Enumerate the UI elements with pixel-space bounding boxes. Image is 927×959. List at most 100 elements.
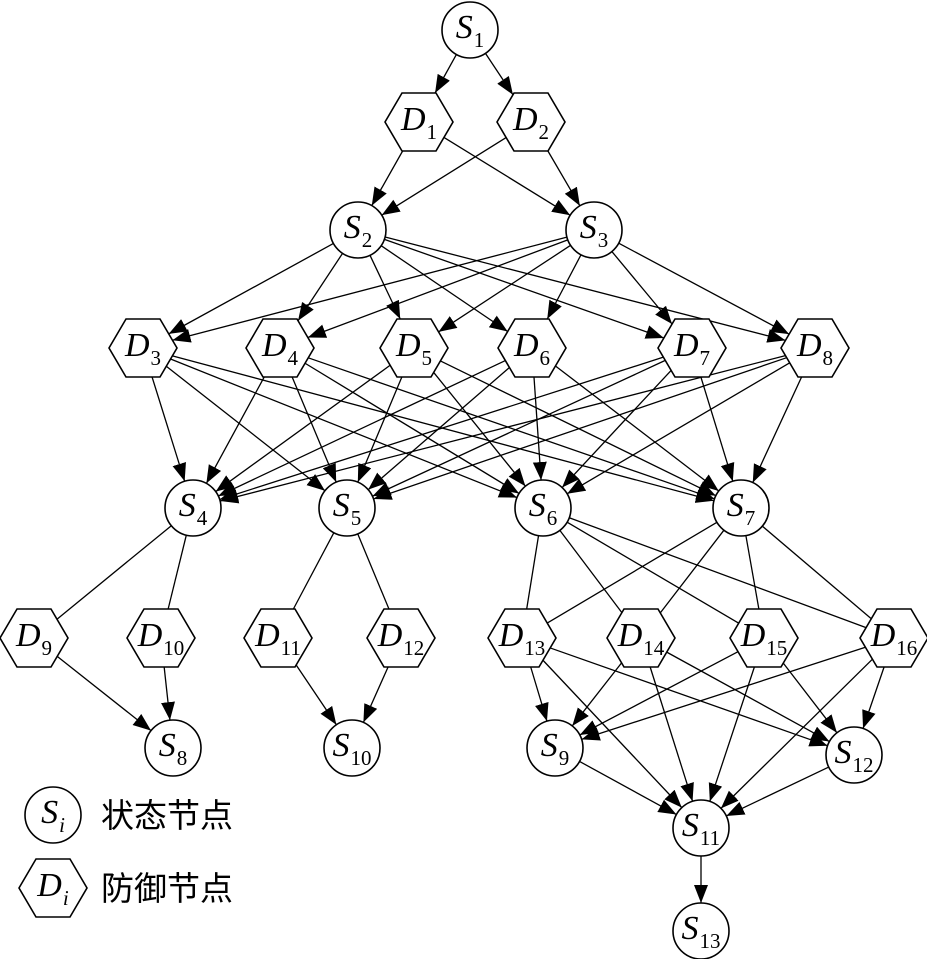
edge-d1-s2: [371, 150, 404, 206]
edge-d10-s8: [161, 666, 175, 721]
defense-node-d15-label: D15: [740, 617, 788, 660]
edge-d6-s7: [555, 365, 720, 492]
defense-node-d13-label: D13: [498, 617, 546, 660]
edge-s2-d7: [384, 238, 665, 339]
edge-d7-s5: [372, 359, 666, 497]
edge-s7-d13: [546, 521, 718, 624]
legend-state-label: 状态节点: [101, 796, 233, 835]
defense-hexagon: [379, 318, 449, 378]
defense-node-d10-label: D10: [137, 617, 185, 660]
edge-s4-d10: [167, 535, 187, 610]
defense-node-d11-label: D11: [254, 617, 301, 660]
defense-node-d16: D16: [859, 608, 927, 668]
defense-node-d1: D1: [384, 92, 454, 152]
edge-d15-s12: [782, 662, 838, 734]
state-circle: [565, 201, 623, 259]
edge-s2-d4: [297, 252, 344, 322]
defense-node-d14-label: D14: [617, 617, 665, 660]
state-node-s2-label: S2: [344, 209, 373, 252]
state-node-s12-label: S12: [835, 734, 874, 777]
edge-d14-s9: [571, 662, 623, 727]
state-node-s9: S9: [526, 719, 584, 777]
edge-s1-d2: [484, 52, 514, 96]
edge-d11-s10: [295, 664, 337, 726]
legend-state-symbol: Si: [24, 786, 82, 844]
edge-s3-d8: [618, 242, 790, 335]
state-node-s13: S13: [672, 902, 730, 959]
edge-s3-d4: [307, 239, 569, 339]
defense-hexagon: [606, 608, 676, 668]
edge-s6-d16: [569, 517, 867, 629]
state-node-s7: S7: [712, 479, 770, 537]
defense-node-d8: D8: [780, 318, 850, 378]
defense-node-d16-label: D16: [870, 617, 918, 660]
state-circle: [712, 479, 770, 537]
legend-defense-label: 防御节点: [101, 869, 233, 908]
state-node-s10-label: S10: [333, 727, 372, 770]
defense-node-d12: D12: [366, 608, 436, 668]
edge-s3-d6: [546, 254, 582, 320]
edge-s3-d5: [438, 244, 571, 333]
edge-d5-s4: [215, 364, 391, 493]
state-node-s10: S10: [323, 719, 381, 777]
edge-d3-s5: [165, 365, 326, 492]
edge-d15-s9: [579, 651, 739, 736]
edge-d2-s3: [547, 150, 581, 207]
defense-node-d5-label: D5: [395, 327, 432, 370]
state-node-s5: S5: [318, 479, 376, 537]
state-circle: [323, 719, 381, 777]
edge-d6-s6: [532, 376, 547, 481]
state-node-s4-label: S4: [179, 487, 208, 530]
defense-node-d5: D5: [379, 318, 449, 378]
edge-d8-s5: [373, 357, 787, 500]
state-circle: [672, 799, 730, 857]
edge-d5-s6: [433, 372, 526, 487]
state-node-s6-label: S6: [529, 487, 558, 530]
edge-d3-s4: [151, 376, 186, 482]
edge-s2-d3: [168, 242, 334, 335]
state-node-s2: S2: [329, 201, 387, 259]
edge-d2-s2: [381, 136, 507, 216]
state-circle: [164, 479, 222, 537]
edge-d7-s7: [700, 376, 735, 482]
edge-d3-s6: [170, 358, 518, 499]
legend-defense-symbol-label: Di: [36, 867, 69, 910]
defense-node-d15: D15: [729, 608, 799, 668]
defense-hexagon: [108, 318, 178, 378]
edges-layer: [56, 52, 885, 903]
edge-s5-d12: [357, 533, 390, 610]
defense-hexagon: [657, 318, 727, 378]
state-node-s5-label: S5: [333, 487, 362, 530]
edge-d4-s5: [291, 376, 337, 483]
edge-s3-d3: [172, 236, 568, 343]
edge-s3-d7: [611, 251, 673, 325]
defense-hexagon: [18, 858, 88, 918]
edge-s5-d11: [292, 532, 335, 610]
edge-d13-s9: [530, 666, 549, 722]
edge-s7-d14: [659, 529, 725, 614]
defense-node-d2: D2: [496, 92, 566, 152]
edge-d16-s12: [862, 666, 885, 729]
state-node-s6: S6: [514, 479, 572, 537]
edge-d16-s9: [581, 646, 866, 741]
edge-s9-s11: [579, 760, 677, 816]
edge-d15-s11: [708, 666, 756, 802]
edge-s2-d5: [369, 255, 401, 320]
defense-node-d6: D6: [497, 318, 567, 378]
edge-d8-s4: [219, 354, 786, 504]
defense-hexagon: [243, 608, 313, 668]
state-circle: [441, 1, 499, 59]
legend: Si 状态节点 Di 防御节点: [18, 786, 233, 918]
defense-hexagon: [384, 92, 454, 152]
state-node-s11: S11: [672, 799, 730, 857]
state-node-s4: S4: [164, 479, 222, 537]
legend-defense-symbol: Di: [18, 858, 88, 918]
state-circle: [24, 786, 82, 844]
edge-d12-s10: [362, 666, 389, 723]
defense-node-d6-label: D6: [513, 327, 550, 370]
state-node-s8: S8: [144, 719, 202, 777]
edge-d5-s5: [357, 376, 403, 483]
defense-node-d8-label: D8: [796, 327, 833, 370]
defense-node-d3-label: D3: [124, 327, 161, 370]
